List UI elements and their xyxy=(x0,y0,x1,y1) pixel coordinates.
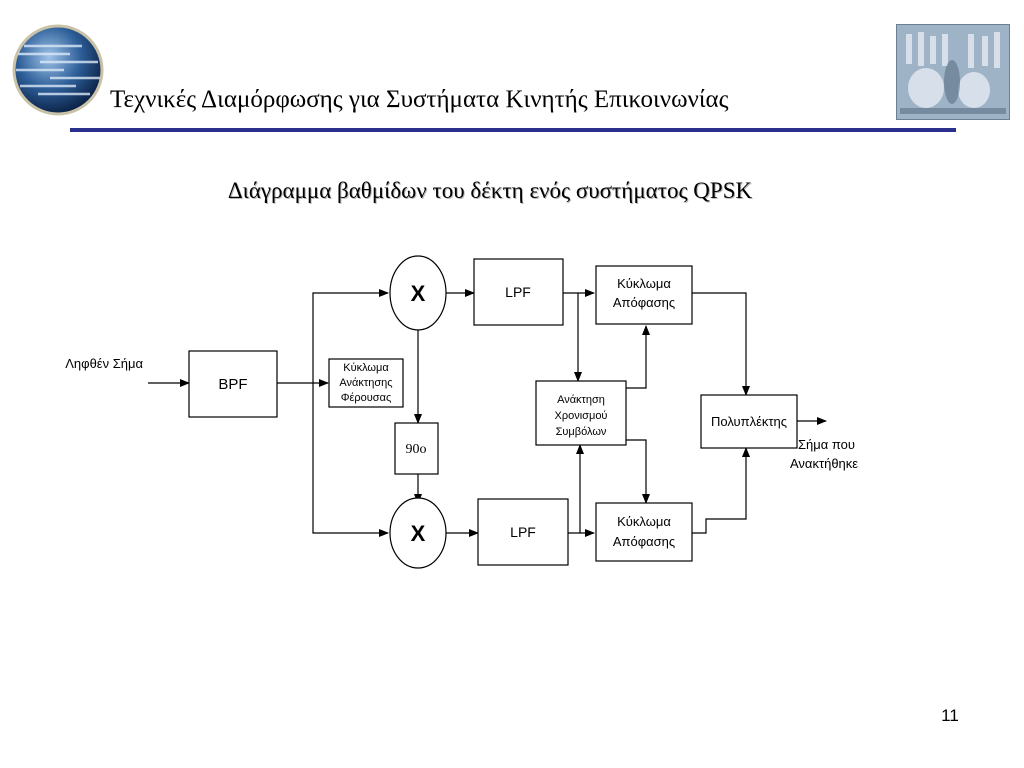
timing-label-line2: Χρονισμού xyxy=(555,410,608,422)
output-label-line1: Σήμα που xyxy=(798,437,855,452)
upper-lpf-block xyxy=(473,258,564,326)
phase-shift-block xyxy=(394,422,439,475)
upper-mixer xyxy=(389,255,447,331)
bpf-block xyxy=(188,350,278,418)
upper-lpf-label: LPF xyxy=(505,284,531,300)
phase-shift-label: 90ο xyxy=(406,442,427,457)
split-lower-wire xyxy=(312,383,389,537)
timing-to-lower-decision-wire xyxy=(626,439,650,504)
relief-logo-icon xyxy=(896,24,1010,120)
timing-label-line3: Συμβόλων xyxy=(556,426,607,438)
upper-mixer-label: X xyxy=(411,281,426,306)
output-label-line2: Ανακτήθηκε xyxy=(790,456,858,471)
timing-recovery-block xyxy=(535,380,627,446)
bpf-label: BPF xyxy=(218,376,247,393)
logo-globe-icon xyxy=(12,24,104,116)
split-upper-wire xyxy=(312,289,389,383)
mux-label: Πολυπλέκτης xyxy=(711,414,787,429)
lower-decision-label-line1: Κύκλωμα xyxy=(617,514,671,529)
timing-to-upper-decision-wire xyxy=(626,325,650,389)
upper-decision-label-line2: Απόφασης xyxy=(613,295,675,310)
lower-mixer xyxy=(389,497,447,569)
lower-decision-block xyxy=(595,502,693,562)
carrier-recovery-block xyxy=(328,358,404,408)
mux-block xyxy=(700,394,798,449)
lower-decision-label-line2: Απόφασης xyxy=(613,534,675,549)
slide-subtitle: Διάγραμμα βαθμίδων του δέκτη ενός συστήμ… xyxy=(227,178,753,203)
upper-decision-label-line1: Κύκλωμα xyxy=(617,276,671,291)
page-number: 11 xyxy=(941,706,959,725)
upper-decision-to-mux-wire xyxy=(692,292,750,396)
carrier-label-line3: Φέρουσας xyxy=(341,392,392,404)
header-title: Τεχνικές Διαμόρφωσης για Συστήματα Κινητ… xyxy=(110,86,729,113)
lower-mixer-label: X xyxy=(411,521,426,546)
carrier-label-line1: Κύκλωμα xyxy=(343,362,389,374)
header-divider xyxy=(70,128,956,132)
lower-lpf-block xyxy=(477,498,569,566)
input-label: Ληφθέν Σήμα xyxy=(65,356,143,371)
lower-lpf-label: LPF xyxy=(510,524,536,540)
lower-decision-to-mux-wire xyxy=(692,447,750,534)
carrier-label-line2: Ανάκτησης xyxy=(339,377,392,389)
timing-label-line1: Ανάκτηση xyxy=(557,394,605,406)
upper-decision-block xyxy=(595,265,693,325)
